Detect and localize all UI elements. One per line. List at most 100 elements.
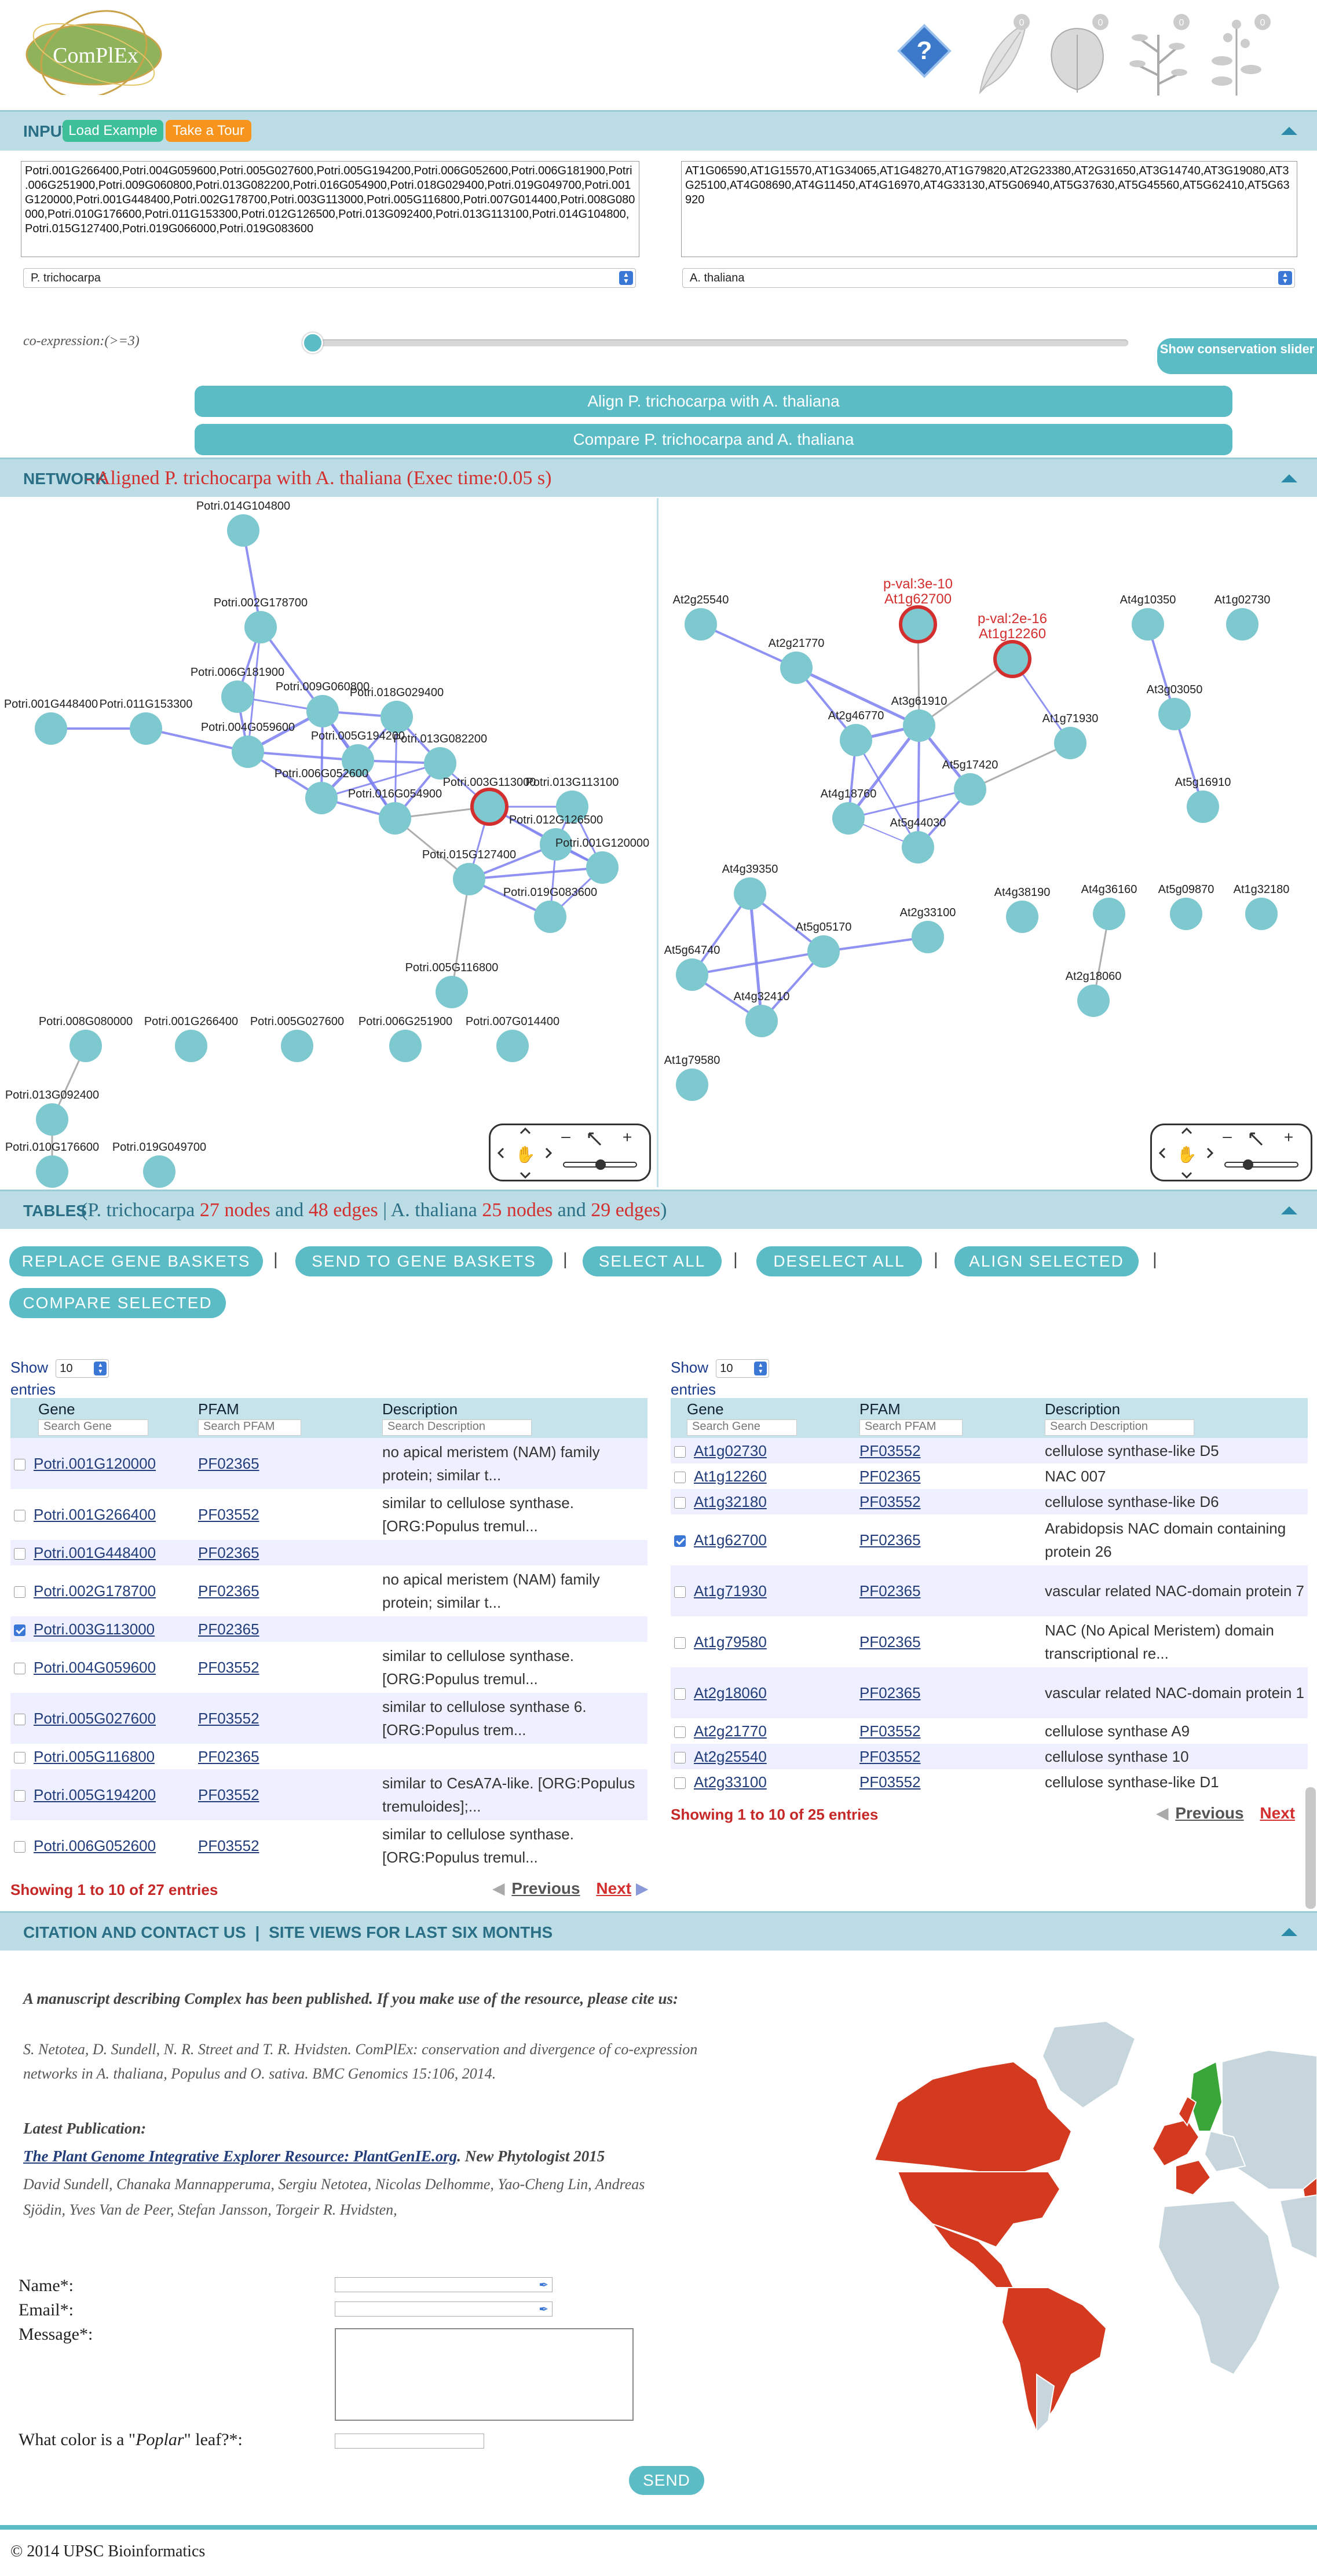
pfam-link[interactable]: PF03552 bbox=[198, 1709, 259, 1727]
node-circle[interactable] bbox=[1006, 901, 1038, 933]
pfam-link[interactable]: PF02365 bbox=[198, 1543, 259, 1561]
arabidopsis-node[interactable]: At5g64740 bbox=[664, 944, 720, 991]
search-gene-input[interactable]: Search Gene bbox=[687, 1419, 797, 1436]
arabidopsis-node[interactable]: At3g03050 bbox=[1147, 683, 1203, 730]
table-scrollbar[interactable] bbox=[1305, 1787, 1316, 1909]
left-next-button[interactable]: Next bbox=[596, 1879, 632, 1897]
poplar-node[interactable]: Potri.014G104800 bbox=[196, 500, 290, 547]
poplar-node[interactable]: Potri.012G126500 bbox=[509, 814, 603, 861]
arabidopsis-node[interactable]: At1g02730 bbox=[1214, 594, 1271, 641]
search-description-input[interactable]: Search Description bbox=[382, 1419, 532, 1436]
pfam-link[interactable]: PF03552 bbox=[198, 1505, 259, 1523]
search-gene-input[interactable]: Search Gene bbox=[38, 1419, 148, 1436]
deselect-all-button[interactable]: DESELECT ALL bbox=[756, 1246, 922, 1276]
node-circle[interactable] bbox=[496, 1030, 529, 1062]
message-textarea[interactable] bbox=[335, 2328, 634, 2421]
pfam-link[interactable]: PF02365 bbox=[198, 1582, 259, 1600]
gene-link[interactable]: Potri.003G113000 bbox=[34, 1620, 155, 1638]
node-circle[interactable] bbox=[305, 782, 338, 814]
poplar-node[interactable]: Potri.004G059600 bbox=[201, 721, 295, 768]
pan-zoom-icon[interactable]: ✋ – + bbox=[491, 1125, 653, 1183]
row-checkbox[interactable] bbox=[14, 1751, 25, 1763]
node-circle[interactable] bbox=[143, 1155, 175, 1188]
node-circle[interactable] bbox=[1245, 898, 1278, 930]
arabidopsis-node[interactable]: At4g10350 bbox=[1120, 594, 1176, 641]
node-circle[interactable] bbox=[676, 1069, 708, 1101]
node-circle[interactable] bbox=[281, 1030, 313, 1062]
arabidopsis-node[interactable]: At5g09870 bbox=[1158, 883, 1214, 930]
gene-link[interactable]: Potri.001G448400 bbox=[34, 1543, 156, 1561]
gene-link[interactable]: At1g02730 bbox=[694, 1441, 767, 1459]
poplar-node[interactable]: Potri.013G113100 bbox=[526, 776, 619, 823]
row-checkbox[interactable] bbox=[14, 1840, 25, 1853]
right-gene-list-input[interactable]: AT1G06590,AT1G15570,AT1G34065,AT1G48270,… bbox=[681, 161, 1297, 257]
gene-link[interactable]: Potri.006G052600 bbox=[34, 1836, 156, 1854]
node-circle[interactable] bbox=[244, 611, 277, 643]
poplar-node[interactable]: Potri.001G448400 bbox=[4, 698, 98, 745]
node-circle[interactable] bbox=[227, 514, 259, 547]
row-checkbox[interactable] bbox=[674, 1777, 686, 1789]
show-conservation-slider-button[interactable]: Show conservation slider bbox=[1157, 338, 1317, 374]
node-circle[interactable] bbox=[1158, 698, 1191, 730]
node-circle[interactable] bbox=[903, 709, 935, 742]
poplar-node[interactable]: Potri.013G082200 bbox=[393, 733, 487, 780]
pfam-link[interactable]: PF03552 bbox=[198, 1785, 259, 1803]
poplar-node[interactable]: Potri.001G120000 bbox=[555, 837, 649, 884]
gene-link[interactable]: Potri.002G178700 bbox=[34, 1582, 156, 1600]
name-input[interactable]: ✒ bbox=[335, 2277, 553, 2292]
pan-zoom-icon[interactable]: ✋ – + bbox=[1152, 1125, 1314, 1183]
arabidopsis-node[interactable]: At2g25540 bbox=[673, 594, 729, 641]
collapse-citation-icon[interactable] bbox=[1281, 1928, 1297, 1936]
node-circle[interactable] bbox=[556, 791, 588, 823]
email-input[interactable]: ✒ bbox=[335, 2301, 553, 2317]
node-circle[interactable] bbox=[734, 877, 766, 910]
arabidopsis-node[interactable]: At5g17420 bbox=[942, 759, 998, 806]
node-circle[interactable] bbox=[130, 712, 162, 745]
row-checkbox[interactable] bbox=[674, 1496, 686, 1509]
node-circle[interactable] bbox=[36, 1103, 68, 1136]
node-circle[interactable] bbox=[902, 831, 934, 863]
arabidopsis-node[interactable]: At5g05170 bbox=[796, 921, 852, 968]
right-zoom-controls[interactable]: ✋ – + bbox=[1150, 1124, 1312, 1181]
leaf-single-icon[interactable]: 0 bbox=[968, 12, 1032, 98]
arabidopsis-node[interactable]: At4g36160 bbox=[1081, 883, 1137, 930]
node-circle[interactable] bbox=[379, 802, 411, 835]
row-checkbox[interactable] bbox=[14, 1790, 25, 1802]
poplar-node[interactable]: Potri.003G113000 bbox=[443, 776, 536, 826]
search-description-input[interactable]: Search Description bbox=[1045, 1419, 1194, 1436]
leaf-branch-icon[interactable]: 0 bbox=[1124, 12, 1193, 98]
node-circle[interactable] bbox=[306, 695, 339, 727]
collapse-input-icon[interactable] bbox=[1281, 127, 1297, 135]
arabidopsis-node[interactable]: At2g18060 bbox=[1066, 970, 1122, 1017]
poplar-node[interactable]: Potri.006G251900 bbox=[358, 1015, 452, 1062]
row-checkbox[interactable] bbox=[674, 1586, 686, 1598]
row-checkbox[interactable] bbox=[674, 1726, 686, 1738]
poplar-node[interactable]: Potri.007G014400 bbox=[466, 1015, 559, 1062]
left-zoom-controls[interactable]: ✋ – + bbox=[489, 1124, 651, 1181]
poplar-node[interactable]: Potri.019G083600 bbox=[503, 886, 597, 933]
coexpression-slider-track[interactable] bbox=[312, 339, 1128, 346]
poplar-node[interactable]: Potri.015G127400 bbox=[422, 848, 516, 895]
pfam-link[interactable]: PF02365 bbox=[198, 1454, 259, 1472]
poplar-node[interactable]: Potri.013G092400 bbox=[5, 1089, 99, 1136]
site-views-map[interactable] bbox=[863, 2015, 1317, 2438]
select-all-button[interactable]: SELECT ALL bbox=[583, 1246, 722, 1276]
node-circle[interactable] bbox=[534, 901, 566, 933]
poplar-node[interactable]: Potri.010G176600 bbox=[5, 1141, 99, 1188]
node-circle[interactable] bbox=[36, 1155, 68, 1188]
right-previous-button[interactable]: Previous bbox=[1175, 1804, 1244, 1822]
collapse-tables-icon[interactable] bbox=[1281, 1206, 1297, 1214]
pfam-link[interactable]: PF03552 bbox=[859, 1747, 921, 1765]
row-checkbox[interactable] bbox=[14, 1713, 25, 1725]
poplar-node[interactable]: Potri.001G266400 bbox=[144, 1015, 238, 1062]
